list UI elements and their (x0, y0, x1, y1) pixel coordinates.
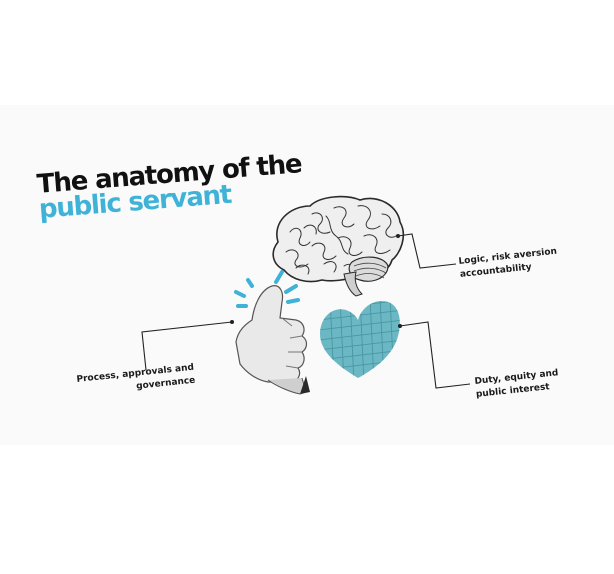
heart-icon (320, 300, 400, 378)
brain-icon (272, 195, 405, 297)
thumbs-up-icon (234, 270, 310, 395)
heart-connector (399, 321, 471, 389)
hand-connector (141, 321, 233, 371)
brain-connector (397, 233, 457, 269)
spark-line-1 (246, 278, 254, 288)
